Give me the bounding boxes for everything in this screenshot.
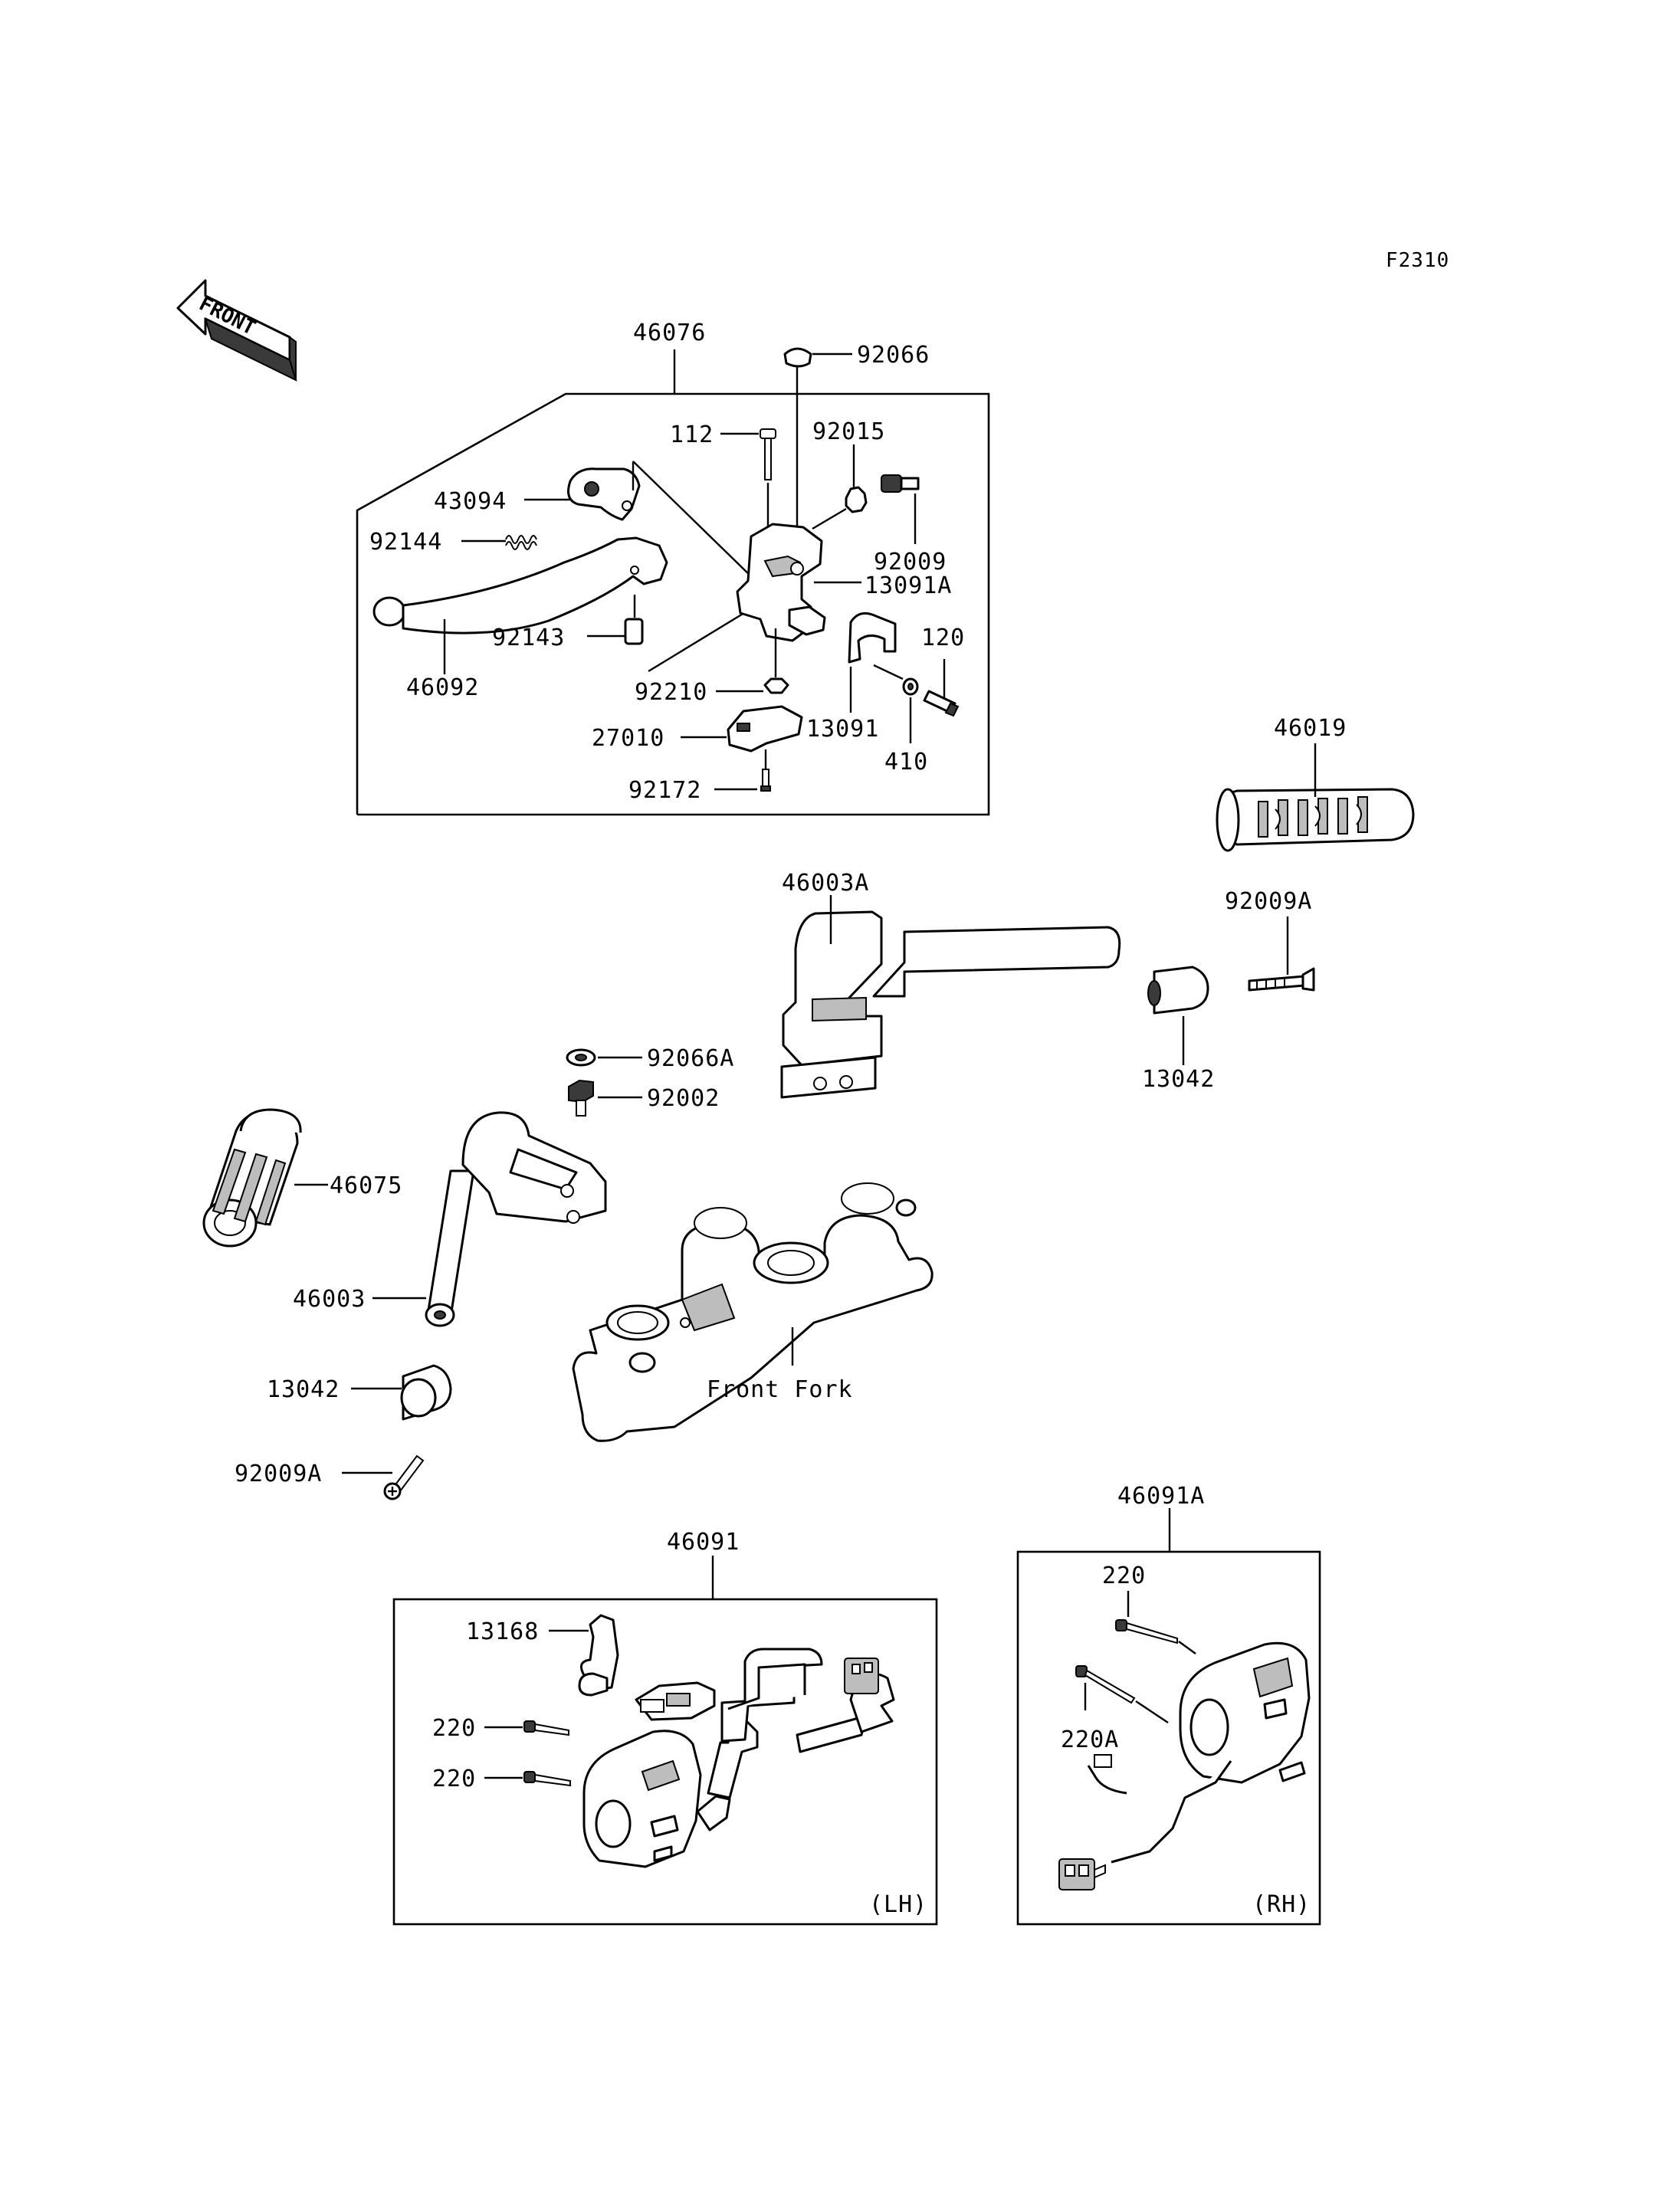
- label-92015: 92015: [812, 418, 885, 445]
- label-92066A: 92066A: [647, 1045, 734, 1072]
- label-92210: 92210: [635, 679, 707, 706]
- part-410-washer: [902, 677, 919, 743]
- label-13091: 13091: [806, 716, 879, 743]
- part-46003-handlebar: [372, 1111, 607, 1327]
- part-27010-switch: [681, 705, 803, 753]
- label-13168: 13168: [466, 1618, 539, 1645]
- assembly-guide-lines: [632, 461, 755, 673]
- assembly-box-46091A-rh: [1016, 1508, 1321, 1926]
- part-92143-bushing: [587, 595, 644, 645]
- assembly-box-46091-lh: [392, 1556, 938, 1926]
- part-92002-bolt: [568, 1079, 642, 1117]
- part-43094-adjuster: [524, 467, 641, 521]
- part-92144-spring: [461, 535, 537, 550]
- part-46091A-rh-switch: [1058, 1641, 1311, 1890]
- part-92066-cap: [783, 347, 852, 529]
- label-46076: 46076: [633, 320, 706, 346]
- label-46092: 46092: [406, 674, 479, 701]
- part-220A-rh-screw: [1075, 1665, 1169, 1723]
- label-92172: 92172: [628, 777, 701, 804]
- label-92143: 92143: [492, 625, 565, 651]
- label-13091A: 13091A: [865, 572, 952, 599]
- box-label-rh: (RH): [1252, 1891, 1311, 1918]
- part-92009A-top-screw: [1248, 917, 1315, 992]
- part-46091-lh-switch: [582, 1648, 895, 1868]
- part-front-fork-bracket: [572, 1182, 934, 1442]
- part-46003A-handlebar: [780, 895, 1121, 1099]
- label-92009A-top: 92009A: [1225, 888, 1312, 915]
- label-46075: 46075: [330, 1172, 402, 1199]
- label-92002: 92002: [647, 1085, 720, 1112]
- label-220A: 220A: [1061, 1726, 1119, 1753]
- part-92066A-washer: [566, 1048, 642, 1067]
- label-220-lh-a: 220: [432, 1715, 476, 1742]
- label-27010: 27010: [592, 725, 664, 752]
- front-direction-arrow: FRONT: [176, 279, 297, 382]
- label-120: 120: [921, 625, 965, 651]
- label-13042-top: 13042: [1142, 1066, 1215, 1093]
- label-410: 410: [884, 749, 928, 776]
- part-92210-nut: [716, 628, 789, 694]
- part-46019-grip: [1216, 743, 1415, 852]
- part-13168-bracket: [549, 1614, 619, 1697]
- label-92144: 92144: [369, 529, 442, 556]
- label-46003A: 46003A: [782, 870, 869, 897]
- label-46019: 46019: [1274, 715, 1347, 742]
- label-220-rh: 220: [1102, 1562, 1146, 1589]
- part-46092-lever: [372, 536, 668, 674]
- label-46091: 46091: [667, 1529, 740, 1556]
- label-92009: 92009: [874, 549, 947, 575]
- part-13091-clamp: [848, 612, 904, 713]
- part-120-bolt: [923, 659, 960, 717]
- figure-code: F2310: [1386, 249, 1449, 272]
- part-220-lh-screw-a: [484, 1720, 569, 1736]
- part-92009A-bottom-screw: [342, 1454, 425, 1500]
- part-46075-grip: [202, 1108, 328, 1248]
- label-46091A: 46091A: [1117, 1483, 1205, 1510]
- part-112-bolt: [720, 428, 776, 529]
- part-92009-screw: [881, 474, 920, 544]
- part-92015-washer: [812, 444, 868, 530]
- part-13042-bottom-weight: [351, 1364, 452, 1421]
- part-13091A-body: [736, 523, 861, 642]
- assembly-box-46076: [356, 349, 990, 816]
- part-13042-top-weight: [1147, 966, 1209, 1065]
- part-220-lh-screw-b: [484, 1771, 571, 1787]
- part-220-rh-screw: [1115, 1591, 1196, 1654]
- label-220-lh-b: 220: [432, 1766, 476, 1792]
- label-43094: 43094: [434, 488, 507, 515]
- label-13042-bottom: 13042: [267, 1376, 340, 1403]
- label-46003: 46003: [293, 1286, 366, 1313]
- label-92066: 92066: [857, 342, 930, 369]
- label-front-fork: Front Fork: [707, 1376, 853, 1403]
- box-label-lh: (LH): [869, 1891, 927, 1918]
- part-92172-screw: [714, 749, 771, 792]
- label-92009A-bottom: 92009A: [235, 1461, 322, 1487]
- label-112: 112: [670, 421, 714, 448]
